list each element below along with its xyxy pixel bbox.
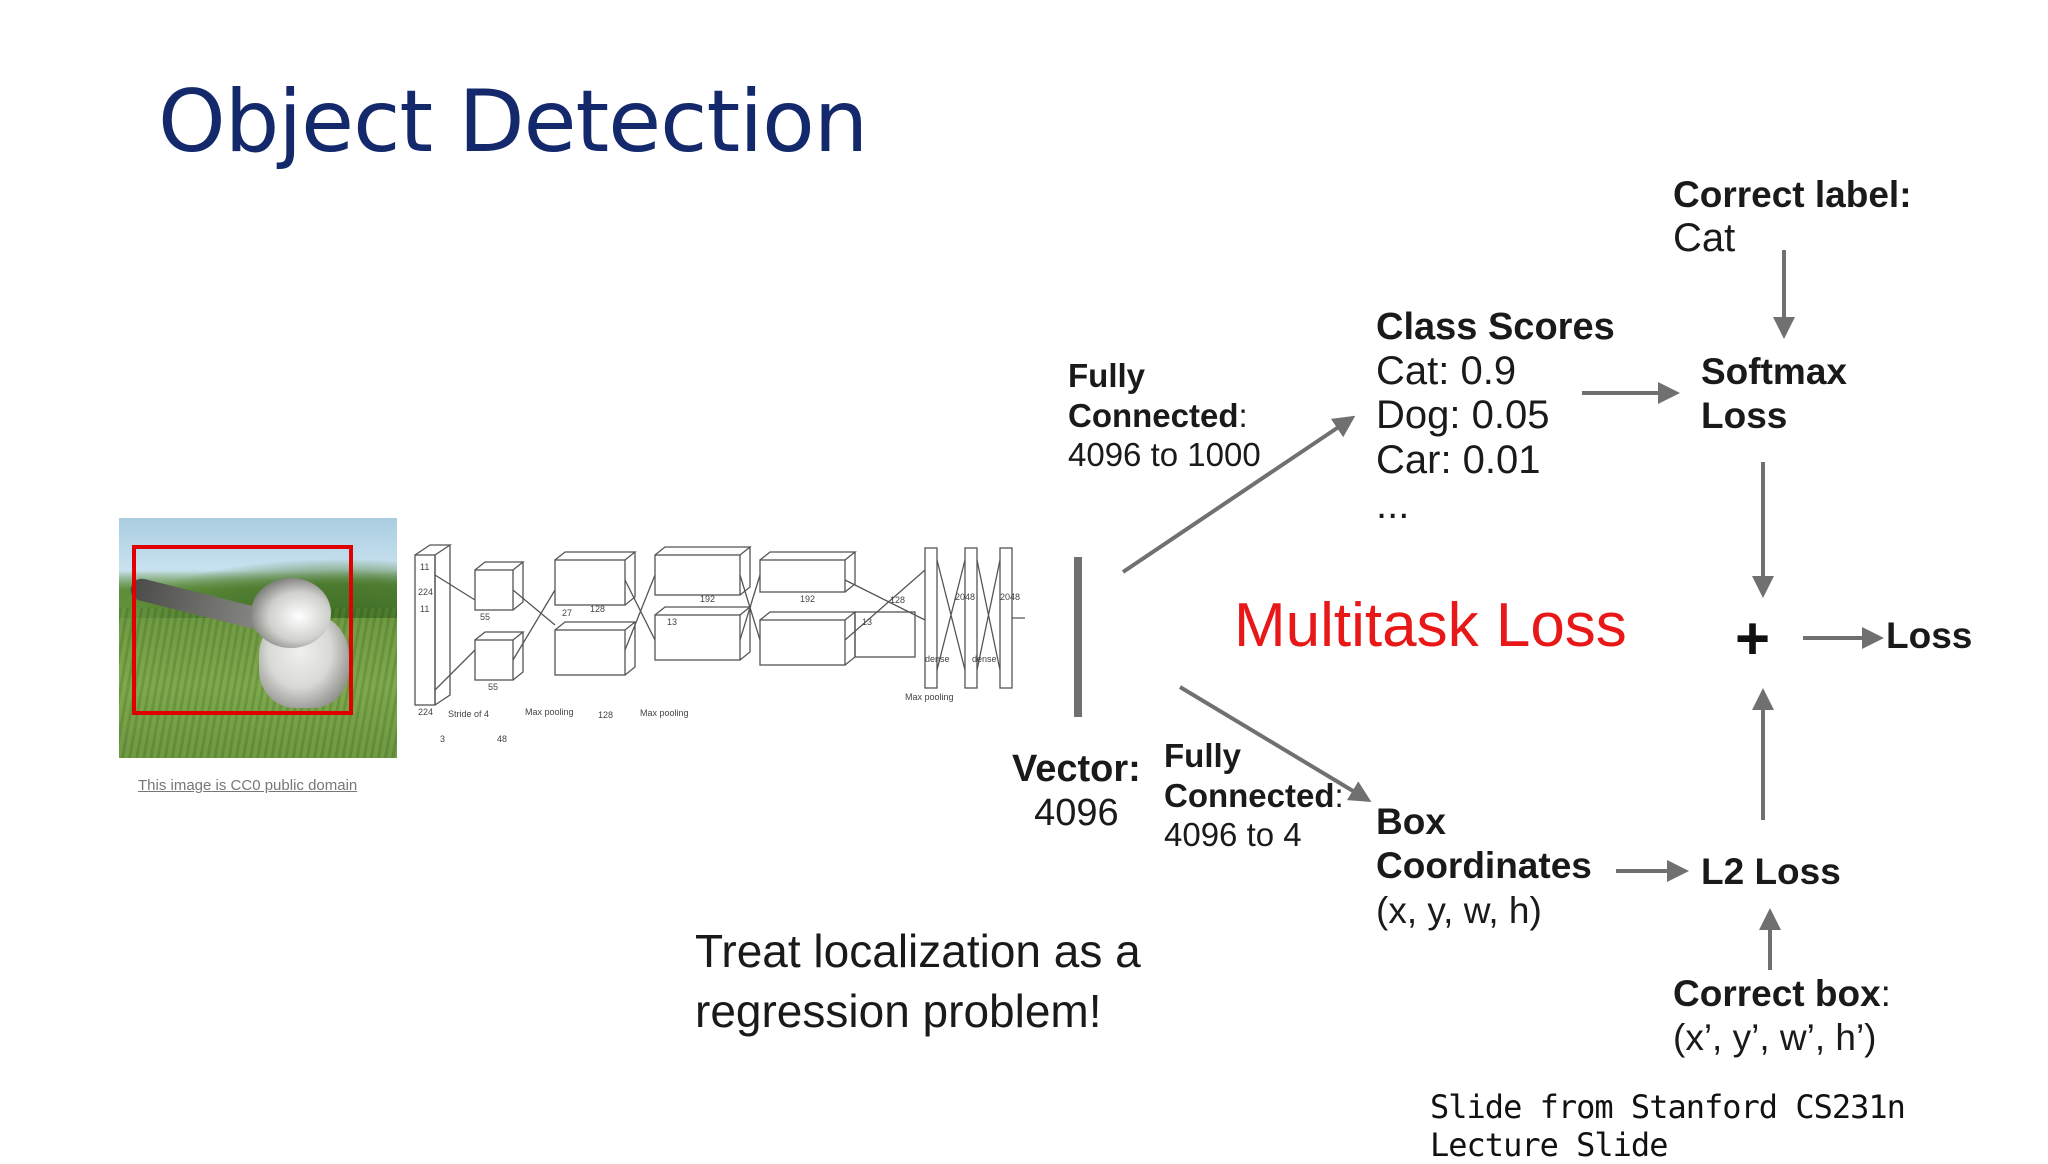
regression-note-line2: regression problem! [695,984,1102,1037]
arrow-to-class-scores [1121,415,1356,574]
slide-credit: Slide from Stanford CS231n Lecture Slide [1430,1088,1906,1164]
correct-box-value: (x’, y’, w’, h’) [1673,1017,1877,1059]
correct-label: Correct label: Cat [1673,174,1912,260]
class-score-dog: Dog: 0.05 [1376,393,1550,438]
net-label-128a: 128 [590,604,605,614]
net-conv4b [759,619,846,666]
fc-top-detail: 4096 to 1000 [1068,436,1261,474]
box-coords-line3: (x, y, w, h) [1376,889,1542,931]
vector-value: 4096 [1034,791,1119,834]
fc-top-line1: Fully [1068,357,1146,394]
net-label-55a: 55 [480,612,490,622]
net-label-maxpool3: Max pooling [905,692,954,702]
correct-box: Correct box: (x’, y’, w’, h’) [1673,972,1891,1061]
net-dense1 [924,547,938,689]
net-conv1b [474,639,514,681]
fc-top-colon: : [1238,396,1248,434]
arrow-to-box-coords [1178,685,1372,803]
net-label-11a: 11 [420,562,429,572]
plus-icon: + [1735,605,1771,672]
fc-bottom-detail: 4096 to 4 [1164,816,1302,854]
regression-note: Treat localization as a regression probl… [695,922,1141,1042]
net-input-top [414,544,453,556]
vector-label: Vector: 4096 [1012,748,1141,835]
net-input-block [414,554,436,706]
net-label-3: 3 [440,734,445,744]
net-label-128c: 128 [890,595,905,605]
net-label-stride: Stride of 4 [448,709,489,719]
l2-loss: L2 Loss [1701,851,1841,892]
net-conv4a [759,559,846,593]
softmax-line2: Loss [1701,395,1788,437]
net-label-128b: 128 [598,710,613,720]
net-label-dense2: dense [972,654,997,664]
net-label-11b: 11 [420,604,429,614]
net-label-13a: 13 [667,617,677,627]
caption-link-license[interactable]: CC0 public domain [230,777,358,794]
bounding-box [132,545,353,715]
net-dense2 [964,547,978,689]
multitask-loss-label: Multitask Loss [1234,591,1627,660]
total-loss: Loss [1886,615,1973,656]
fc-top-label: Fully Connected: 4096 to 1000 [1068,356,1261,475]
class-score-cat: Cat: 0.9 [1376,348,1517,393]
fc-bottom-colon: : [1334,776,1344,814]
class-scores: Class Scores Cat: 0.9 Dog: 0.05 Car: 0.0… [1376,306,1615,528]
net-label-dense1: dense [925,654,950,664]
fc-bottom-line2: Connected [1164,776,1335,814]
net-conv2b [554,629,626,676]
net-conv5 [854,611,916,658]
net-conv3a [654,554,741,596]
fc-top-line2: Connected [1068,396,1239,434]
slide-title: Object Detection [158,72,868,172]
net-input-side [434,545,451,706]
correct-label-value: Cat [1673,215,1736,260]
softmax-line1: Softmax [1701,351,1847,392]
net-label-192a: 192 [700,594,715,604]
net-conv3b [654,614,741,661]
correct-box-colon: : [1880,973,1891,1014]
kitten-photo [119,518,397,758]
softmax-loss: Softmax Loss [1701,350,1847,439]
class-score-car: Car: 0.01 [1376,438,1541,483]
class-scores-title: Class Scores [1376,306,1615,348]
vector-title: Vector: [1012,748,1141,790]
net-conv1a [474,569,514,611]
net-label-13b: 13 [862,617,872,627]
correct-label-title: Correct label: [1673,174,1912,215]
fc-bottom-label: Fully Connected: 4096 to 4 [1164,736,1344,855]
net-dense3 [999,547,1013,689]
fc-bottom-line1: Fully [1164,737,1242,774]
cnn-architecture [414,544,1025,706]
net-conv2a [554,559,626,606]
photo-caption[interactable]: This image is CC0 public domain [138,777,357,794]
net-label-48: 48 [497,734,507,744]
class-score-ellipsis: ... [1376,482,1410,527]
net-label-2048a: 2048 [955,592,975,602]
net-label-maxpool1: Max pooling [525,707,574,717]
caption-mid: is [211,777,231,794]
box-coords-line1: Box [1376,801,1446,842]
net-label-224b: 224 [418,707,433,717]
correct-box-title: Correct box [1673,973,1881,1014]
net-label-192b: 192 [800,594,815,604]
net-label-55b: 55 [488,682,498,692]
box-coordinates: Box Coordinates (x, y, w, h) [1376,800,1592,933]
caption-link-image[interactable]: This image [138,777,212,794]
cnn-labels: 224 224 11 11 55 55 Stride of 4 3 48 27 … [418,562,1020,744]
net-label-2048b: 2048 [1000,592,1020,602]
regression-note-line1: Treat localization as a [695,925,1141,977]
net-label-27: 27 [562,608,572,618]
box-coords-line2: Coordinates [1376,845,1592,887]
net-label-maxpool2: Max pooling [640,708,689,718]
cat-head [251,578,331,648]
net-label-224a: 224 [418,587,433,597]
